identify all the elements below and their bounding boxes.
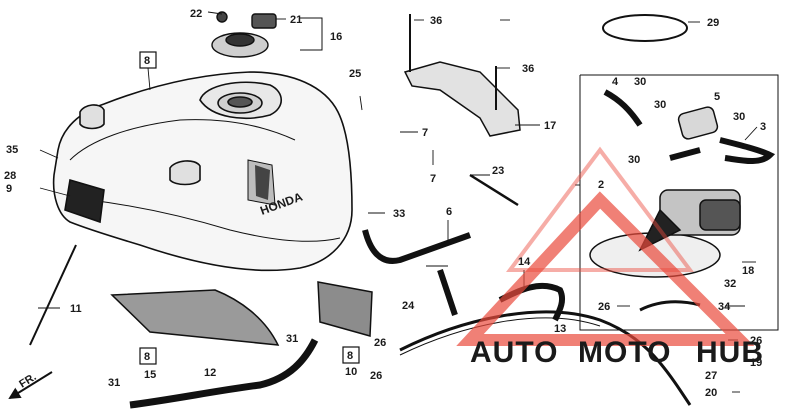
bolt	[469, 173, 519, 207]
callout-35: 35	[6, 144, 18, 156]
callout-3: 3	[760, 121, 766, 133]
callout-29: 29	[707, 17, 719, 29]
tank-bracket	[403, 14, 521, 137]
callout-26: 26	[598, 301, 610, 313]
callout-24: 24	[402, 300, 415, 312]
callout-25: 25	[349, 68, 361, 80]
watermark-moto: MOTO	[578, 336, 671, 369]
callout-23: 23	[492, 165, 504, 177]
callout-27: 27	[705, 370, 717, 382]
callout-30: 30	[654, 99, 666, 111]
callout-26: 26	[374, 337, 386, 349]
watermark-auto: AUTO	[470, 336, 558, 369]
callout-34: 34	[718, 301, 731, 313]
callout-26: 26	[750, 335, 762, 347]
callouts: 8 8 8 2 3 4 5 6 7 7 9 10 11 12 13 14 15 …	[4, 8, 766, 399]
callout-4: 4	[612, 76, 619, 88]
callout-30: 30	[634, 76, 646, 88]
callout-8: 8	[347, 350, 353, 362]
callout-8: 8	[144, 55, 150, 67]
callout-21: 21	[290, 14, 302, 26]
rubber-pad	[110, 281, 373, 346]
callout-36: 36	[522, 63, 534, 75]
callout-33: 33	[393, 208, 405, 220]
callout-11: 11	[70, 303, 82, 315]
callout-18: 18	[742, 265, 754, 277]
fuel-cap-assembly	[211, 11, 277, 58]
callout-7: 7	[430, 173, 436, 185]
hoses	[129, 229, 701, 409]
callout-26: 26	[370, 370, 382, 382]
o-ring	[602, 14, 688, 42]
callout-13: 13	[554, 323, 566, 335]
watermark-hub: HUB	[696, 336, 764, 369]
callout-17: 17	[544, 120, 556, 132]
callout-7: 7	[422, 127, 428, 139]
callout-30: 30	[628, 154, 640, 166]
callout-36: 36	[430, 15, 442, 27]
callout-12: 12	[204, 367, 216, 379]
callout-20: 20	[705, 387, 717, 399]
callout-9: 9	[6, 183, 12, 195]
stay-rod	[29, 244, 77, 346]
callout-31: 31	[108, 377, 120, 389]
fuel-filter	[603, 89, 776, 164]
callout-16: 16	[330, 31, 342, 43]
callout-14: 14	[518, 256, 531, 268]
callout-19: 19	[750, 357, 762, 369]
callout-28: 28	[4, 170, 16, 182]
watermark: AUTO MOTO HUB	[456, 146, 764, 369]
pump-group-box	[579, 74, 779, 331]
callout-22: 22	[190, 8, 202, 20]
callout-10: 10	[345, 366, 357, 378]
fuel-pump-unit	[589, 189, 741, 278]
callout-2: 2	[598, 179, 604, 191]
callout-5: 5	[714, 91, 720, 103]
front-direction-label: FR.	[17, 371, 38, 391]
callout-32: 32	[724, 278, 736, 290]
callout-6: 6	[446, 206, 452, 218]
fuel-tank	[52, 71, 353, 272]
callout-30: 30	[733, 111, 745, 123]
callout-31: 31	[286, 333, 298, 345]
callout-8: 8	[144, 351, 150, 363]
callout-15: 15	[144, 369, 156, 381]
